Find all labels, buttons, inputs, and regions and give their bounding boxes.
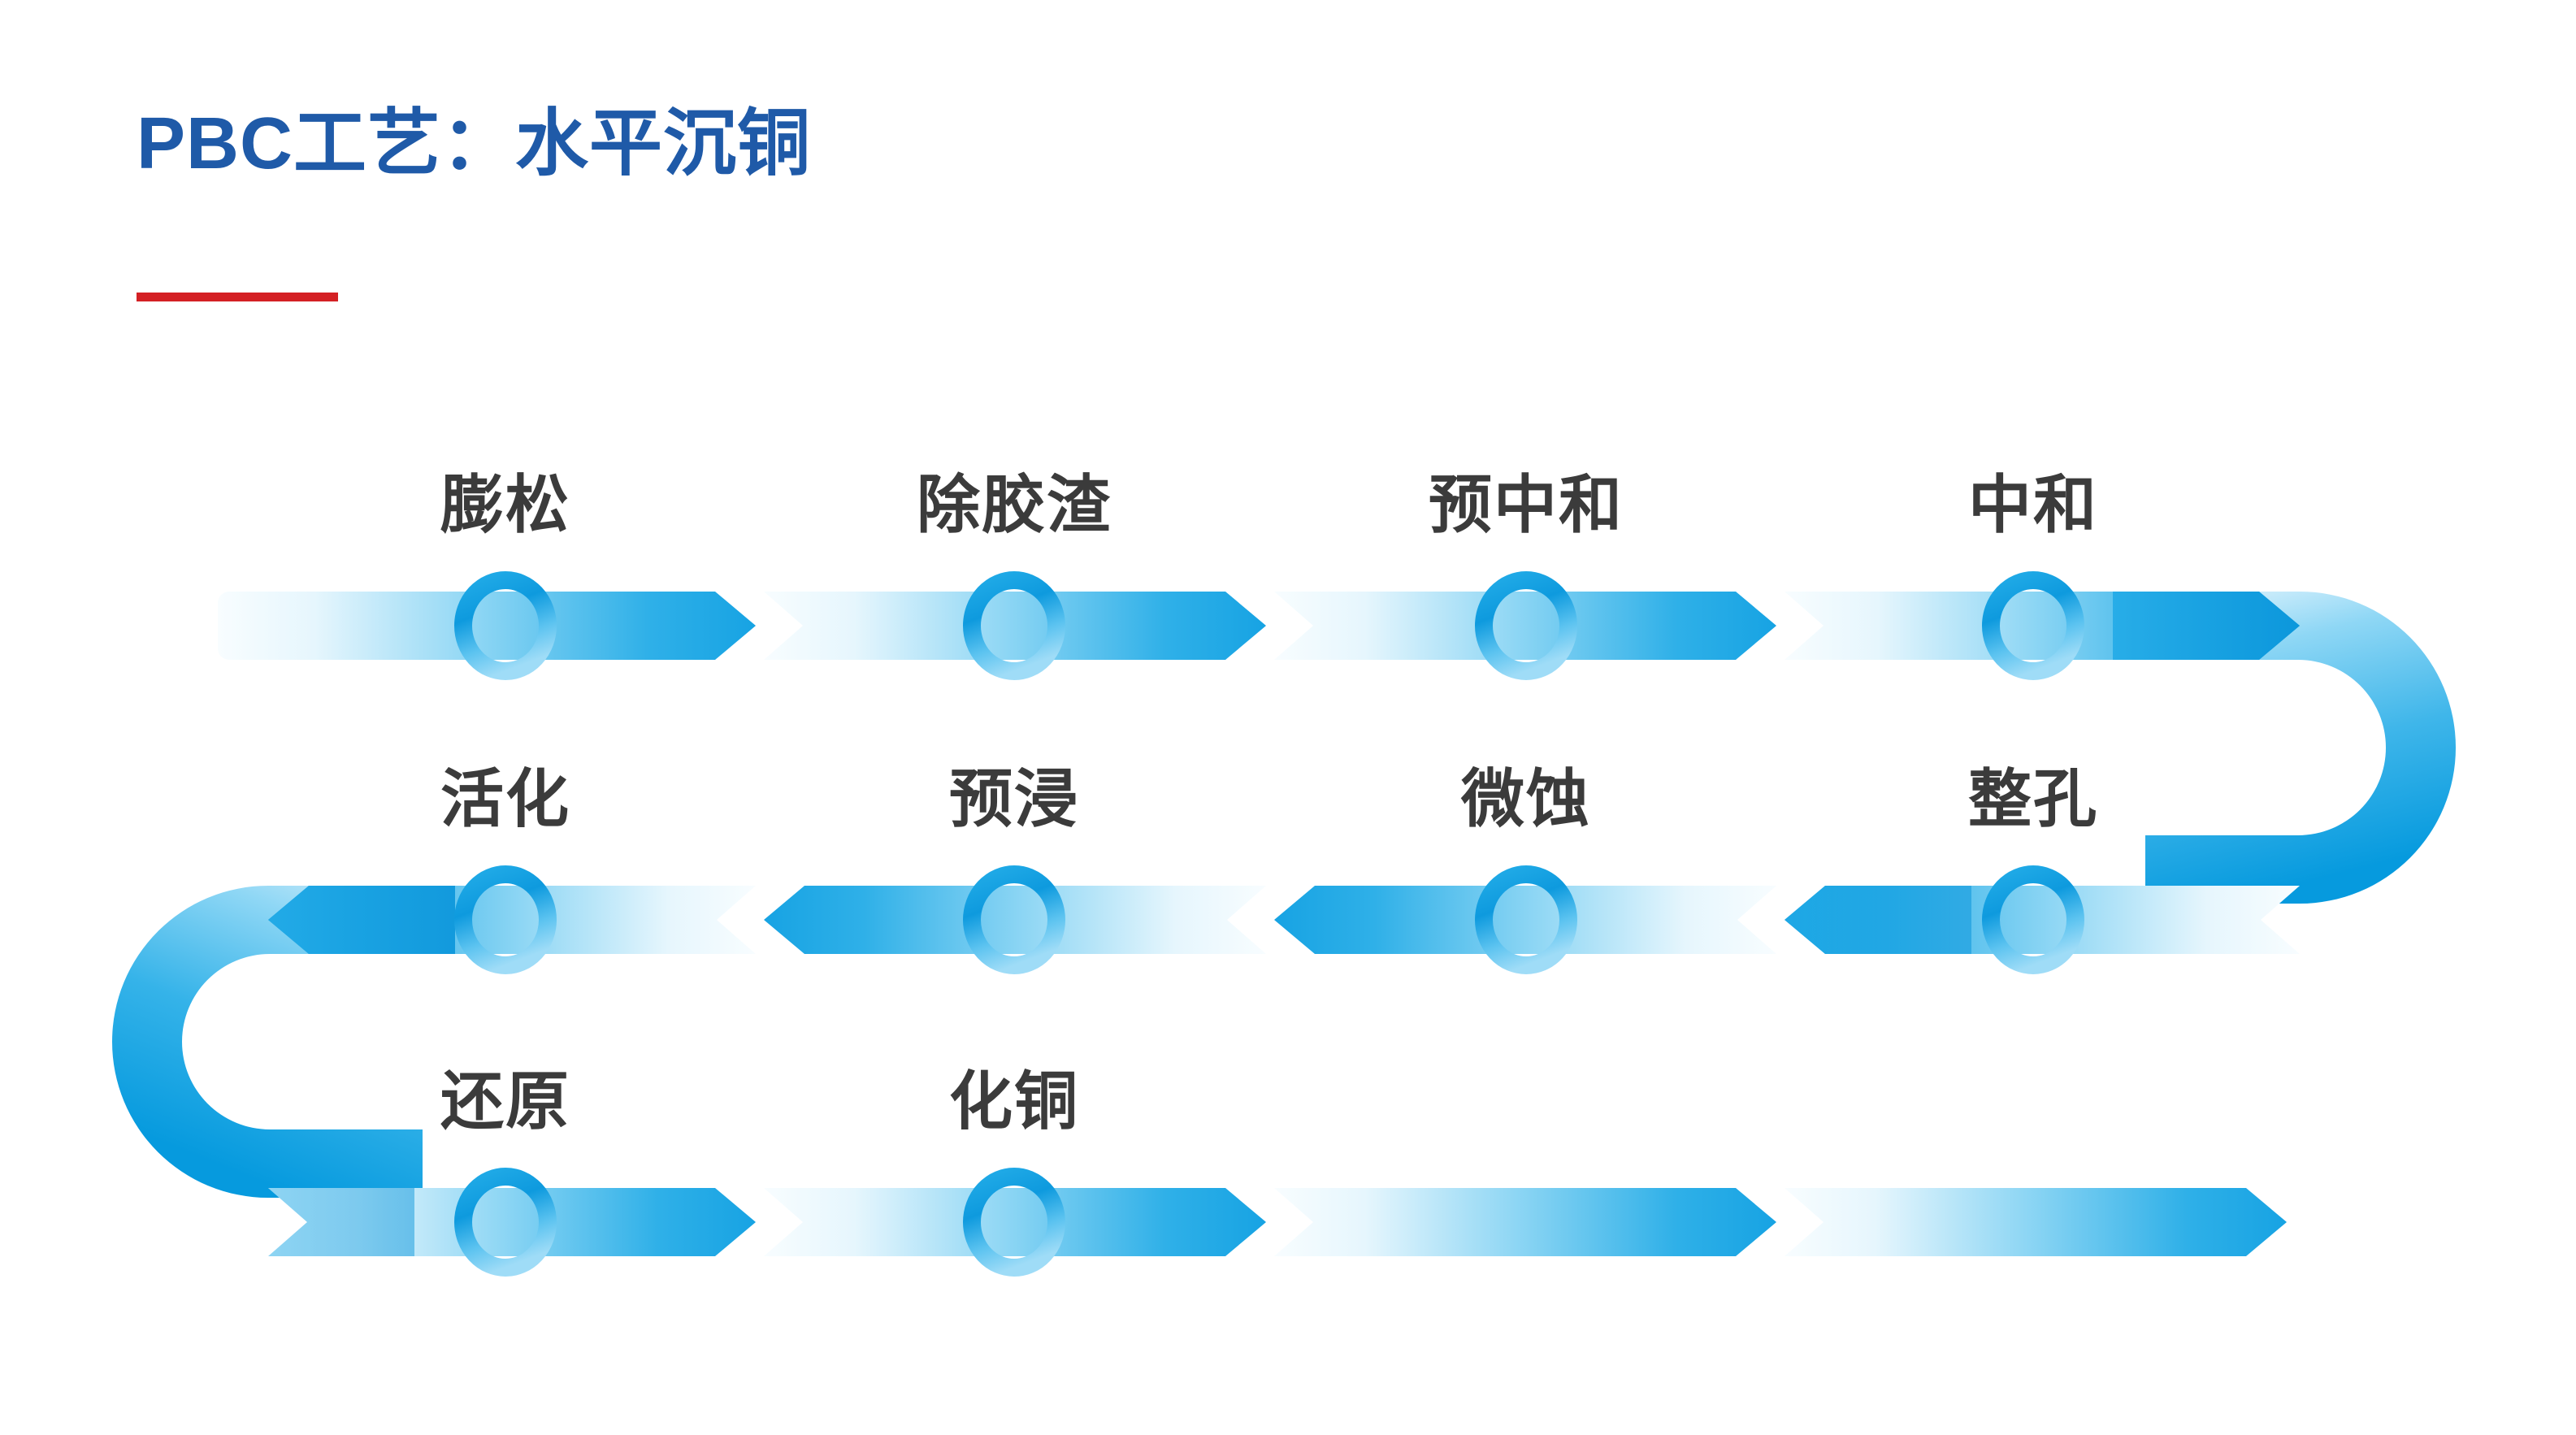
step-label-9: 还原 (440, 1065, 571, 1137)
step-marker-9[interactable] (454, 1168, 557, 1277)
arrow-segment-6 (1274, 886, 1776, 954)
step-marker-5[interactable] (1982, 865, 2084, 974)
step-marker-1[interactable] (454, 571, 557, 680)
arrow-segment-1 (218, 592, 756, 660)
step-label-7: 预浸 (948, 763, 1080, 835)
step-label-6: 微蚀 (1460, 763, 1592, 835)
step-marker-6[interactable] (1475, 865, 1577, 974)
arrow-segment-11 (1274, 1188, 1776, 1256)
title-underline-rule (137, 293, 338, 301)
arrow-segment-3 (1274, 592, 1776, 660)
step-markers (454, 571, 2084, 1277)
step-marker-2[interactable] (963, 571, 1065, 680)
step-label-3: 预中和 (1428, 469, 1624, 540)
page-title: PBC工艺：水平沉铜 (137, 103, 812, 184)
arrow-segment-2 (764, 592, 1266, 660)
flow-row-1 (218, 592, 2300, 660)
flow-row-2 (268, 886, 2300, 954)
arrow-segment-4-tip (2113, 592, 2300, 660)
arrow-segment-9-tip (268, 1188, 414, 1256)
step-marker-8[interactable] (454, 865, 557, 974)
arrow-segment-10 (764, 1188, 1266, 1256)
flow-row-3 (268, 1188, 2287, 1256)
step-label-10: 化铜 (948, 1065, 1080, 1137)
step-label-4: 中和 (1967, 469, 2099, 540)
arrow-segment-12 (1785, 1188, 2287, 1256)
step-label-5: 整孔 (1967, 763, 2099, 835)
step-marker-10[interactable] (963, 1168, 1065, 1277)
step-label-1: 膨松 (440, 469, 571, 540)
step-label-8: 活化 (440, 763, 571, 835)
connector-right-u-turn (2145, 592, 2456, 904)
connector-left-u-turn (112, 886, 423, 1198)
step-label-2: 除胶渣 (916, 469, 1112, 540)
arrow-segment-7 (764, 886, 1266, 954)
step-marker-3[interactable] (1475, 571, 1577, 680)
title-block: PBC工艺：水平沉铜 (137, 106, 811, 183)
step-marker-7[interactable] (963, 865, 1065, 974)
step-marker-4[interactable] (1982, 571, 2084, 680)
arrow-segment-8-tip (268, 886, 455, 954)
arrow-segment-5-tip (1785, 886, 1971, 954)
